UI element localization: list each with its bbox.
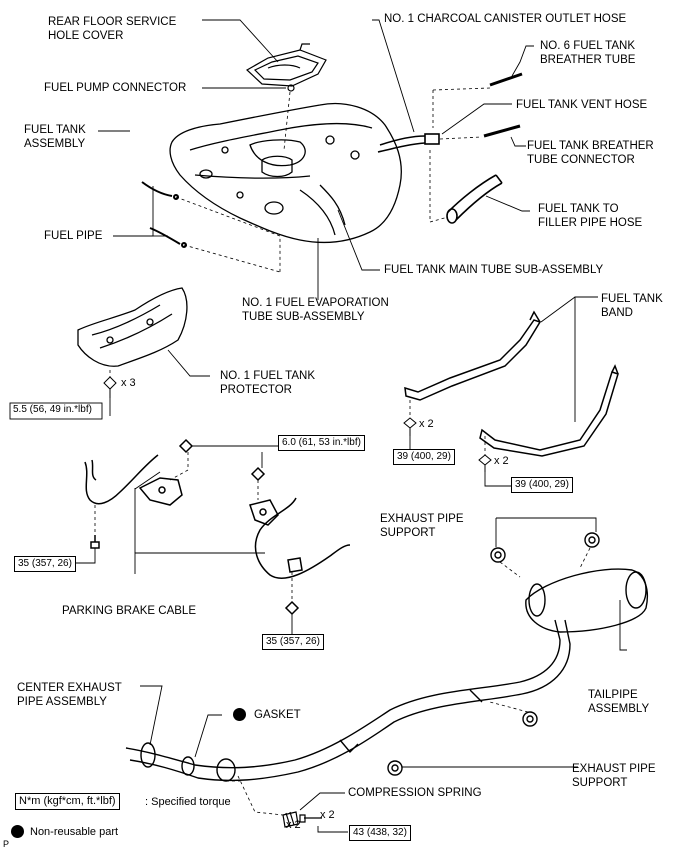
fuel-pipe-part	[141, 181, 187, 248]
exhaust-system-part	[125, 568, 649, 782]
qty-springs: x 2	[286, 819, 301, 831]
fuel-tank-protector-part	[77, 287, 188, 367]
label-no1-charcoal-canister-outlet-hose: NO. 1 CHARCOAL CANISTER OUTLET HOSE	[384, 13, 627, 25]
torque-brake-left: 35 (357, 26)	[14, 556, 76, 572]
corner-mark: P	[3, 839, 10, 849]
label-fuel-tank-assembly: FUEL TANK ASSEMBLY	[24, 124, 86, 150]
label-gasket: GASKET	[254, 709, 301, 721]
leader-lines	[68, 19, 627, 833]
parking-brake-cable-right	[178, 438, 351, 616]
non-reusable-dot-icon	[233, 708, 246, 721]
exhaust-supports	[387, 532, 600, 776]
fuel-tank-part	[169, 102, 402, 244]
torque-brake-top: 6.0 (61, 53 in.*lbf)	[278, 435, 365, 451]
band-bolts	[403, 417, 492, 472]
protector-bolt	[103, 376, 117, 398]
legend-torque-unit: N*m (kgf*cm, ft.*lbf)	[15, 793, 120, 810]
label-exhaust-pipe-support-top: EXHAUST PIPE SUPPORT	[380, 513, 464, 539]
label-fuel-tank-band: FUEL TANK BAND	[601, 293, 663, 319]
qty-band-right-bolts: x 2	[494, 455, 509, 467]
label-parking-brake-cable: PARKING BRAKE CABLE	[62, 605, 196, 617]
compression-spring-part	[282, 811, 322, 828]
label-fuel-tank-to-filler-pipe-hose: FUEL TANK TO FILLER PIPE HOSE	[538, 203, 643, 229]
label-fuel-pump-connector: FUEL PUMP CONNECTOR	[44, 82, 187, 94]
qty-protector-bolts: x 3	[121, 377, 136, 389]
torque-band-right: 39 (400, 29)	[511, 477, 573, 493]
label-rear-floor-service-hole-cover: REAR FLOOR SERVICE HOLE COVER	[48, 16, 177, 42]
dashed-guides	[94, 87, 591, 816]
label-tailpipe-assembly: TAILPIPE ASSEMBLY	[588, 689, 650, 715]
legend-torque-caption: : Specified torque	[145, 796, 231, 808]
label-fuel-tank-main-tube-sub-assembly: FUEL TANK MAIN TUBE SUB-ASSEMBLY	[384, 264, 604, 276]
fuel-hoses-part	[377, 72, 523, 224]
label-center-exhaust-pipe-assembly: CENTER EXHAUST PIPE ASSEMBLY	[17, 682, 122, 708]
legend-non-reusable-dot-icon	[11, 825, 24, 838]
fuel-tank-band-part	[404, 310, 619, 457]
qty-band-left-bolts: x 2	[419, 418, 434, 430]
qty-exhaust-bolts: x 2	[320, 809, 335, 821]
torque-brake-right: 35 (357, 26)	[262, 634, 324, 650]
label-fuel-tank-vent-hose: FUEL TANK VENT HOSE	[516, 99, 648, 111]
legend-non-reusable: Non-reusable part	[30, 826, 119, 838]
parking-brake-cable-left	[84, 454, 183, 549]
label-no1-fuel-tank-protector: NO. 1 FUEL TANK PROTECTOR	[220, 370, 316, 396]
label-exhaust-pipe-support-bottom: EXHAUST PIPE SUPPORT	[572, 763, 656, 789]
torque-protector: 5.5 (56, 49 in.*lbf)	[13, 404, 92, 415]
label-fuel-tank-breather-tube-connector: FUEL TANK BREATHER TUBE CONNECTOR	[527, 140, 654, 166]
label-fuel-pipe: FUEL PIPE	[44, 230, 103, 242]
torque-band-left: 39 (400, 29)	[393, 449, 455, 465]
torque-exhaust-bolt: 43 (438, 32)	[349, 825, 411, 841]
label-no6-fuel-tank-breather-tube: NO. 6 FUEL TANK BREATHER TUBE	[540, 40, 636, 66]
label-compression-spring: COMPRESSION SPRING	[348, 787, 482, 799]
label-no1-fuel-evaporation-tube: NO. 1 FUEL EVAPORATION TUBE SUB-ASSEMBLY	[242, 297, 389, 323]
